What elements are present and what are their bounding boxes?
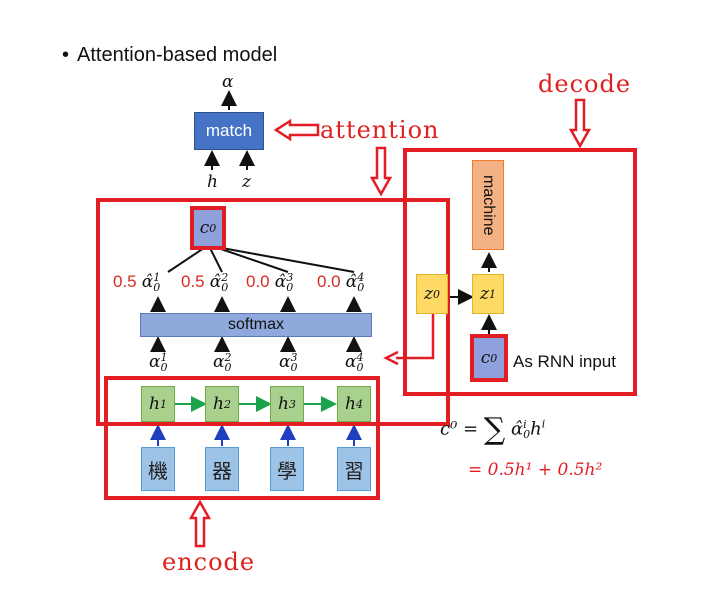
attention-region [96,198,450,426]
c0-link-4 [221,247,355,273]
h-input-label: h [207,172,218,192]
title-text: Attention-based model [77,44,278,66]
bullet: • [62,44,70,66]
input-token-3: 學 [270,447,304,491]
input-token-4: 習 [337,447,371,491]
z-input-label: z [242,172,251,192]
attention-pointer-arrow [273,118,320,142]
encoder-region [104,376,380,500]
slide-title: • Attention-based model [62,44,277,67]
c0-link-1 [167,247,205,273]
machine-output: machine [472,160,504,250]
attention-label: attention [320,116,440,144]
attention-down-arrow [369,146,393,197]
input-token-1: 機 [141,447,175,491]
encode-up-arrow [188,499,212,548]
decode-label: decode [538,70,632,98]
decode-down-arrow [568,98,592,149]
rnn-input-caption: As RNN input [513,352,616,371]
decoder-region [403,148,637,396]
match-label: match [205,121,253,140]
match-box: match [194,112,264,150]
softmax-label: softmax [227,316,284,333]
encode-label: encode [162,548,256,576]
softmax-layer: softmax [140,313,372,337]
formula-line-2: = 0.5h¹ + 0.5h² [468,460,603,480]
input-token-2: 器 [205,447,239,491]
machine-label: machine [480,174,497,236]
c0-link-2 [209,247,223,273]
alpha-output: α [222,72,234,92]
c0-link-3 [217,247,289,273]
